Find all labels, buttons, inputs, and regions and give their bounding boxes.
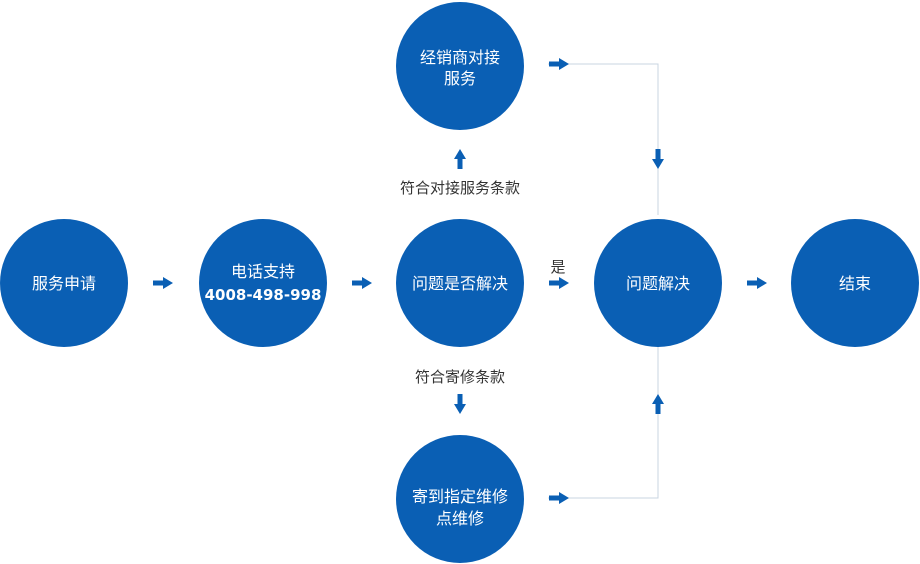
- node-send-repair: 寄到指定维修 点维修: [396, 435, 524, 563]
- node-send-repair-line2: 点维修: [436, 509, 484, 528]
- node-phone-support-label: 电话支持: [231, 262, 295, 281]
- connector-dealer-to-solved: [548, 63, 659, 215]
- arrow-right-icon: [549, 492, 569, 504]
- arrow-up-icon: [454, 149, 466, 169]
- node-phone-support-number: 4008-498-998: [205, 286, 322, 304]
- node-end-label: 结束: [839, 274, 871, 293]
- arrow-up-icon: [652, 394, 664, 414]
- arrow-right-icon: [352, 277, 372, 289]
- arrow-down-icon: [652, 149, 664, 169]
- arrow-down-icon: [454, 394, 466, 414]
- node-send-repair-line1: 寄到指定维修: [412, 487, 508, 506]
- node-problem-solved-question-label: 问题是否解决: [412, 274, 508, 293]
- node-service-request: 服务申请: [0, 219, 128, 347]
- node-dealer-service-line1: 经销商对接: [420, 48, 500, 67]
- arrow-right-icon: [549, 58, 569, 70]
- node-phone-support: 电话支持 4008-498-998: [199, 219, 327, 347]
- node-problem-solved-label: 问题解决: [626, 274, 690, 293]
- node-problem-solved: 问题解决: [594, 219, 722, 347]
- label-repair-terms: 符合寄修条款: [415, 368, 505, 386]
- arrow-right-icon: [549, 277, 569, 289]
- label-yes: 是: [550, 258, 565, 276]
- node-end: 结束: [791, 219, 919, 347]
- arrow-right-icon: [153, 277, 173, 289]
- label-dealer-terms: 符合对接服务条款: [400, 179, 520, 197]
- arrow-right-icon: [747, 277, 767, 289]
- node-problem-solved-question: 问题是否解决: [396, 219, 524, 347]
- node-service-request-label: 服务申请: [32, 274, 96, 293]
- node-dealer-service: 经销商对接 服务: [396, 2, 524, 130]
- connector-repair-to-solved: [548, 347, 659, 499]
- node-dealer-service-line2: 服务: [444, 69, 476, 88]
